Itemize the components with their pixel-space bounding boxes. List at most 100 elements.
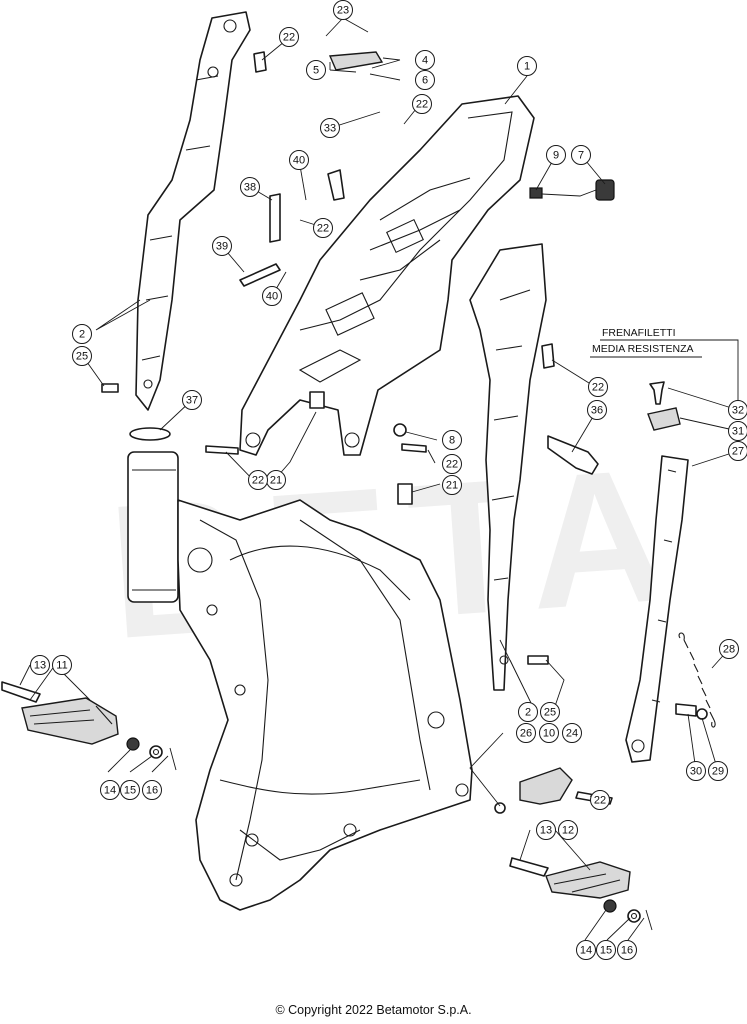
callout-40: 40 bbox=[289, 150, 309, 170]
callout-number: 29 bbox=[712, 766, 724, 778]
callout-circle bbox=[587, 400, 607, 420]
screw-25-right bbox=[527, 655, 549, 665]
callout-11: 11 bbox=[52, 655, 72, 675]
callout-6: 6 bbox=[415, 70, 435, 90]
callout-15: 15 bbox=[120, 780, 140, 800]
callout-number: 39 bbox=[216, 241, 228, 253]
callout-number: 2 bbox=[79, 329, 85, 341]
clip-21-left bbox=[309, 391, 325, 409]
sidestand-spring bbox=[678, 632, 716, 728]
callout-circle bbox=[313, 218, 333, 238]
callout-22: 22 bbox=[313, 218, 333, 238]
callout-number: 23 bbox=[337, 5, 349, 17]
callout-number: 4 bbox=[422, 55, 428, 67]
fuse-9 bbox=[529, 187, 543, 199]
callout-circle bbox=[120, 780, 140, 800]
callout-22: 22 bbox=[248, 470, 268, 490]
callout-1: 1 bbox=[517, 56, 537, 76]
callout-circle bbox=[442, 454, 462, 474]
washer-15-left bbox=[149, 745, 163, 759]
callout-circle bbox=[728, 441, 747, 461]
callout-circle bbox=[728, 400, 747, 420]
washer-15-right bbox=[627, 909, 641, 923]
callout-22: 22 bbox=[588, 377, 608, 397]
callout-number: 6 bbox=[422, 75, 428, 87]
callout-number: 36 bbox=[591, 405, 603, 417]
callout-number: 22 bbox=[446, 459, 458, 471]
washer-26 bbox=[494, 802, 506, 814]
callout-circle bbox=[100, 780, 120, 800]
screw-32 bbox=[649, 381, 665, 405]
left-side-panel bbox=[135, 11, 251, 411]
screw-22-top bbox=[253, 51, 267, 73]
callout-number: 30 bbox=[690, 766, 702, 778]
callout-38: 38 bbox=[240, 177, 260, 197]
callout-circle bbox=[412, 94, 432, 114]
callout-14: 14 bbox=[576, 940, 596, 960]
callout-22: 22 bbox=[279, 27, 299, 47]
rod-39 bbox=[239, 263, 281, 287]
callout-circle bbox=[72, 346, 92, 366]
callout-circle bbox=[571, 145, 591, 165]
callout-circle bbox=[442, 430, 462, 450]
nut-14-left bbox=[126, 737, 140, 751]
callout-number: 15 bbox=[600, 945, 612, 957]
callout-number: 11 bbox=[56, 660, 67, 672]
callout-7: 7 bbox=[571, 145, 591, 165]
callout-circle bbox=[415, 70, 435, 90]
callout-15: 15 bbox=[596, 940, 616, 960]
note-line-1: FRENAFILETTI bbox=[602, 327, 676, 339]
callout-number: 15 bbox=[124, 785, 136, 797]
callout-circle bbox=[590, 790, 610, 810]
callout-number: 16 bbox=[146, 785, 158, 797]
callout-number: 26 bbox=[520, 728, 532, 740]
callout-circle bbox=[588, 377, 608, 397]
strap-36 bbox=[547, 435, 599, 475]
copyright-footer: © Copyright 2022 Betamotor S.p.A. bbox=[275, 1003, 472, 1017]
note-line-2: MEDIA RESISTENZA bbox=[592, 343, 694, 355]
callout-circle bbox=[536, 820, 556, 840]
callout-circle bbox=[728, 421, 747, 441]
callout-number: 13 bbox=[34, 660, 46, 672]
callout-26: 26 bbox=[516, 723, 536, 743]
bolt-33 bbox=[327, 169, 345, 201]
callout-37: 37 bbox=[182, 390, 202, 410]
callout-31: 31 bbox=[728, 421, 747, 441]
callout-number: 33 bbox=[324, 123, 336, 135]
callout-number: 32 bbox=[732, 405, 744, 417]
callout-22: 22 bbox=[590, 790, 610, 810]
callout-circle bbox=[576, 940, 596, 960]
left-footpeg bbox=[1, 681, 119, 745]
callout-circle bbox=[262, 286, 282, 306]
callout-circle bbox=[442, 475, 462, 495]
callout-number: 7 bbox=[578, 150, 584, 162]
callout-number: 25 bbox=[76, 351, 88, 363]
callout-circle bbox=[142, 780, 162, 800]
callout-25: 25 bbox=[72, 346, 92, 366]
bolt-38 bbox=[269, 193, 281, 243]
callout-circle bbox=[719, 639, 739, 659]
callout-circle bbox=[516, 723, 536, 743]
callout-number: 21 bbox=[446, 480, 458, 492]
right-side-panel bbox=[469, 243, 547, 691]
callout-23: 23 bbox=[333, 0, 353, 20]
main-frame bbox=[127, 451, 473, 911]
callout-28: 28 bbox=[719, 639, 739, 659]
bracket-4 bbox=[328, 51, 384, 71]
callout-16: 16 bbox=[142, 780, 162, 800]
callout-number: 8 bbox=[449, 435, 455, 447]
callout-circle bbox=[540, 702, 560, 722]
callout-2: 2 bbox=[72, 324, 92, 344]
callout-circle bbox=[306, 60, 326, 80]
callout-circle bbox=[240, 177, 260, 197]
cotter-pin-16-left bbox=[169, 747, 177, 771]
callout-8: 8 bbox=[442, 430, 462, 450]
sidestand-bracket bbox=[647, 407, 681, 431]
callout-5: 5 bbox=[306, 60, 326, 80]
callout-circle bbox=[72, 324, 92, 344]
callout-circle bbox=[30, 655, 50, 675]
callout-number: 22 bbox=[317, 223, 329, 235]
callout-circle bbox=[289, 150, 309, 170]
callout-21: 21 bbox=[442, 475, 462, 495]
